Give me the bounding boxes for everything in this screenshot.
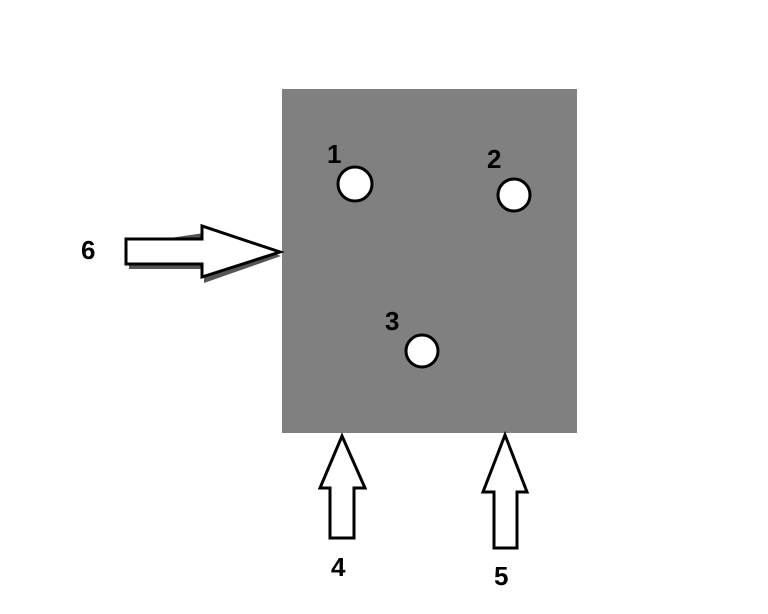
gray-block: [282, 89, 577, 433]
arrow-label-6: 6: [81, 235, 95, 265]
arrow-label-5: 5: [494, 561, 508, 591]
arrow-label-4: 4: [331, 552, 346, 582]
hole-3: [404, 333, 440, 369]
hole-1: [336, 165, 374, 203]
hole-label-2: 2: [487, 144, 501, 174]
hole-label-1: 1: [327, 139, 341, 169]
hole-label-3: 3: [385, 306, 399, 336]
arrow-6: [124, 223, 285, 280]
arrow-4: [317, 432, 368, 540]
arrow-5: [480, 430, 530, 550]
hole-2: [496, 177, 532, 213]
